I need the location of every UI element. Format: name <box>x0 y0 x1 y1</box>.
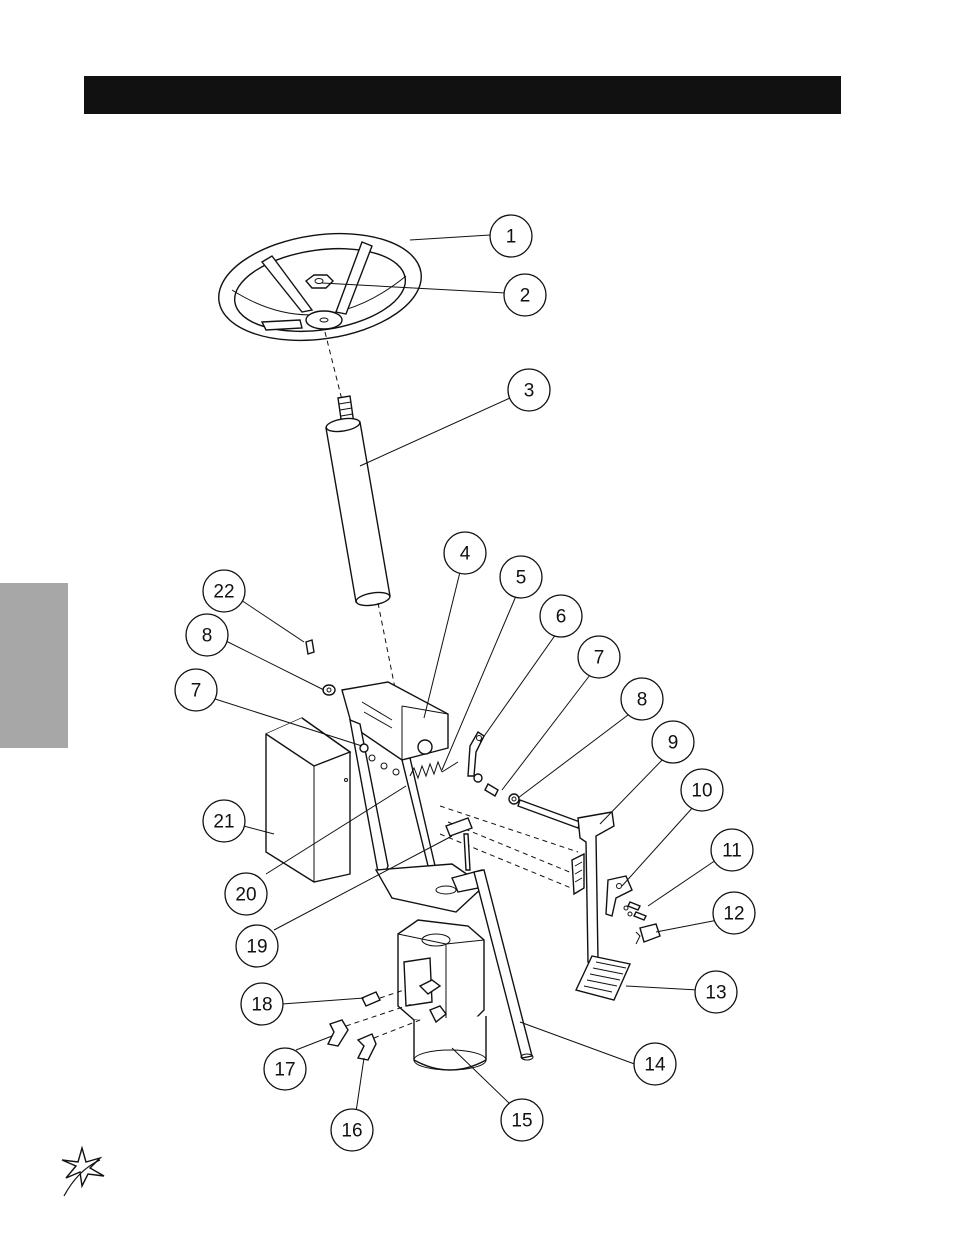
callout-16-label: 16 <box>341 1121 362 1142</box>
hydraulic-pump <box>397 919 487 1071</box>
callout-12: 12 <box>712 891 756 935</box>
switch-bracket <box>605 875 633 917</box>
return-spring <box>409 760 459 780</box>
callout-19-label: 19 <box>246 937 267 958</box>
callout-1: 1 <box>489 214 533 258</box>
long-rod <box>473 869 534 1061</box>
link-arm <box>467 731 485 777</box>
leader-lines <box>211 234 719 1113</box>
callout-1-label: 1 <box>506 227 517 248</box>
washer-left <box>322 684 336 696</box>
callout-21: 21 <box>202 799 246 843</box>
callout-7b-label: 7 <box>191 681 202 702</box>
switch-screws <box>623 901 647 921</box>
callout-7b: 7 <box>174 668 218 712</box>
fitting-straight <box>361 989 405 1007</box>
callout-13: 13 <box>694 970 738 1014</box>
washer-right <box>508 793 520 805</box>
callout-5: 5 <box>499 555 543 599</box>
callout-8a: 8 <box>620 677 664 721</box>
callout-14-label: 14 <box>644 1055 666 1076</box>
callout-21-label: 21 <box>213 812 234 833</box>
callout-19: 19 <box>235 924 279 968</box>
callout-14: 14 <box>633 1042 677 1086</box>
bolt-left <box>359 743 369 753</box>
callout-17-label: 17 <box>274 1060 295 1081</box>
callout-8a-label: 8 <box>637 690 648 711</box>
callout-11-label: 11 <box>722 841 742 862</box>
callout-7a: 7 <box>577 635 621 679</box>
callout-11: 11 <box>710 828 754 872</box>
callout-8b-label: 8 <box>202 626 213 647</box>
pedal-pad <box>575 955 631 1001</box>
callout-2: 2 <box>503 273 547 317</box>
callout-3-label: 3 <box>524 381 535 402</box>
star-logo-icon <box>61 1145 105 1197</box>
callout-17: 17 <box>263 1047 307 1091</box>
callout-3: 3 <box>507 368 551 412</box>
bolt-right <box>473 773 499 797</box>
callout-6: 6 <box>539 594 583 638</box>
hub-nut <box>304 274 334 289</box>
callout-12-label: 12 <box>723 904 744 925</box>
callout-18: 18 <box>240 982 284 1026</box>
callout-18-label: 18 <box>251 995 272 1016</box>
callout-22-label: 22 <box>213 582 234 603</box>
callout-10: 10 <box>680 768 724 812</box>
callout-6-label: 6 <box>556 607 567 628</box>
callout-4-label: 4 <box>460 544 471 565</box>
fitting-elbow-b <box>356 1033 377 1061</box>
pin-clip <box>305 639 315 655</box>
callout-2-label: 2 <box>520 286 531 307</box>
callout-9-label: 9 <box>668 733 679 754</box>
callout-13-label: 13 <box>705 983 726 1004</box>
callout-4: 4 <box>443 531 487 575</box>
callout-22: 22 <box>202 569 246 613</box>
callout-16: 16 <box>330 1108 374 1152</box>
callout-10-label: 10 <box>691 781 712 802</box>
callout-20: 20 <box>224 872 268 916</box>
callout-7a-label: 7 <box>594 648 605 669</box>
callout-20-label: 20 <box>235 885 256 906</box>
cover-box <box>265 717 352 883</box>
section-side-tab <box>0 583 68 748</box>
callout-15: 15 <box>500 1098 544 1142</box>
callout-5-label: 5 <box>516 568 527 589</box>
fitting-elbow-a <box>326 1019 349 1047</box>
callout-15-label: 15 <box>511 1111 532 1132</box>
steering-column <box>325 395 391 607</box>
callout-9: 9 <box>651 720 695 764</box>
title-bar <box>84 76 841 114</box>
callout-8b: 8 <box>185 613 229 657</box>
limit-switch <box>635 923 661 945</box>
